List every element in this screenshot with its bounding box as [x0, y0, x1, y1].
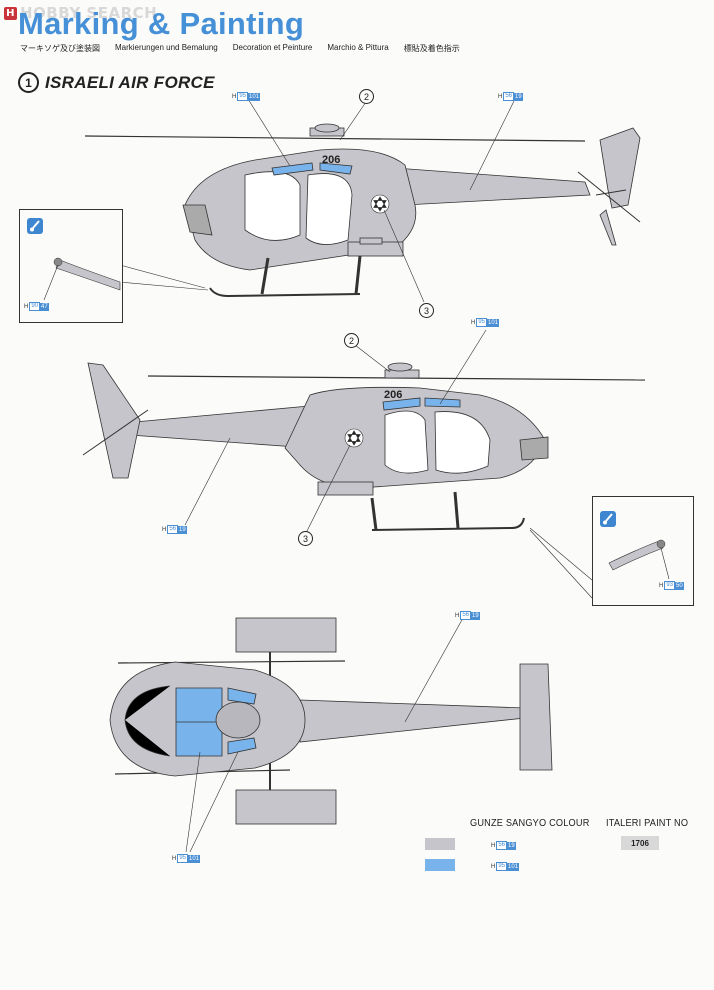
subtitle-row: マーキソゲ及び塗装図 Markierungen und Bemalung Dec… — [20, 43, 460, 54]
aircraft-number-side2: 206 — [384, 389, 402, 401]
leader-lines-side2 — [184, 329, 593, 599]
italeri-header: ITALERI PAINT NO — [606, 818, 689, 829]
leader-lines-top — [185, 617, 464, 853]
paintbrush-icon — [600, 511, 616, 527]
paintbrush-icon — [27, 218, 43, 234]
subtitle-chinese: 標貼及着色指示 — [403, 44, 460, 53]
aircraft-number-side1: 206 — [322, 154, 340, 166]
swatch-blue — [425, 859, 455, 871]
subtitle-french: Decoration et Peinture — [232, 43, 313, 52]
skid-tube-drawing — [43, 257, 121, 301]
section-number: 1 — [18, 72, 39, 93]
callout-3-side1: 3 — [419, 303, 434, 318]
leader-lines-side1 — [119, 98, 516, 303]
subtitle-italian: Marchio & Pittura — [327, 43, 389, 52]
callout-3-side2: 3 — [298, 531, 313, 546]
subtitle-german: Markierungen und Bemalung — [115, 43, 218, 52]
callout-2-side1: 2 — [359, 89, 374, 104]
hobby-search-logo-icon: H — [4, 6, 17, 20]
side-view-left — [84, 123, 641, 298]
gunze-header: GUNZE SANGYO COLOUR — [470, 818, 590, 829]
section-title: ISRAELI AIR FORCE — [45, 72, 215, 92]
section-heading: 1 ISRAELI AIR FORCE — [18, 72, 215, 93]
hobby-search-watermark: H HOBBY SEARCH — [4, 4, 157, 22]
page-title: Marking & Painting — [18, 6, 305, 41]
callout-2-side2: 2 — [344, 333, 359, 348]
swatch-grey — [425, 838, 455, 850]
top-view — [109, 617, 553, 825]
side-view-right — [82, 362, 646, 531]
watermark-text: HOBBY SEARCH — [20, 4, 158, 22]
subtitle-japanese: マーキソゲ及び塗装図 — [20, 44, 100, 53]
italeri-code: 1706 — [621, 836, 659, 850]
skid-tube-drawing-right — [608, 539, 670, 580]
